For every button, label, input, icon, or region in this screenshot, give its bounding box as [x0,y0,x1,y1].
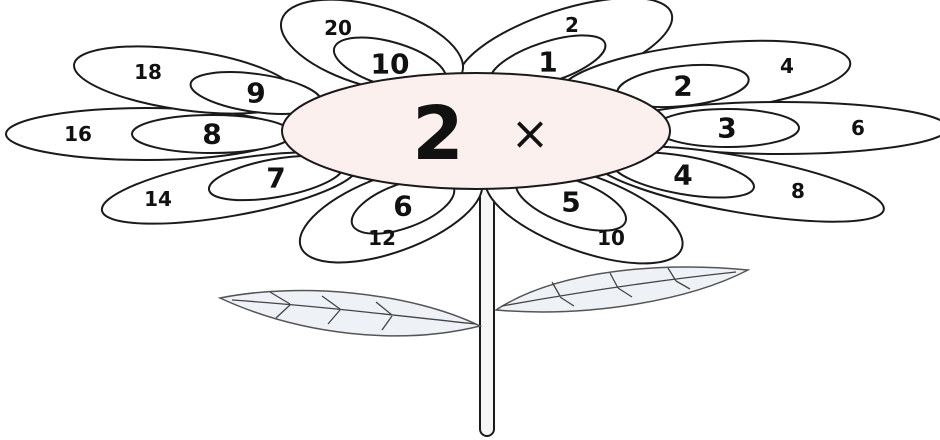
petal-product: 12 [368,226,396,250]
center-disc [282,73,670,189]
petal-factor: 3 [717,112,736,145]
petal-product: 20 [324,16,352,40]
flower-center: 2 × [282,73,670,189]
petal-factor: 2 [673,70,692,103]
petal-product: 2 [565,13,579,37]
petal-factor: 7 [266,162,285,195]
petal-product: 4 [780,54,794,78]
petal-product: 8 [791,179,805,203]
petal: 8 16 [6,108,292,160]
petal-product: 16 [64,122,92,146]
center-multiplier: 2 [412,91,464,177]
left-leaf [220,291,480,336]
petal-factor: 5 [561,186,580,219]
petal-product: 14 [144,187,172,211]
petal-factor: 9 [246,77,265,110]
petal-factor: 10 [371,48,410,81]
petal-factor: 8 [202,118,221,151]
right-leaf [496,267,748,312]
petal-factor: 1 [538,46,557,79]
petal-product: 6 [851,116,865,140]
petal-product: 10 [597,226,625,250]
petal-factor: 6 [393,190,412,223]
flower-stem [480,170,494,436]
petal-product: 18 [134,60,162,84]
petal-factor: 4 [673,159,692,192]
times-sign: × [511,106,550,160]
